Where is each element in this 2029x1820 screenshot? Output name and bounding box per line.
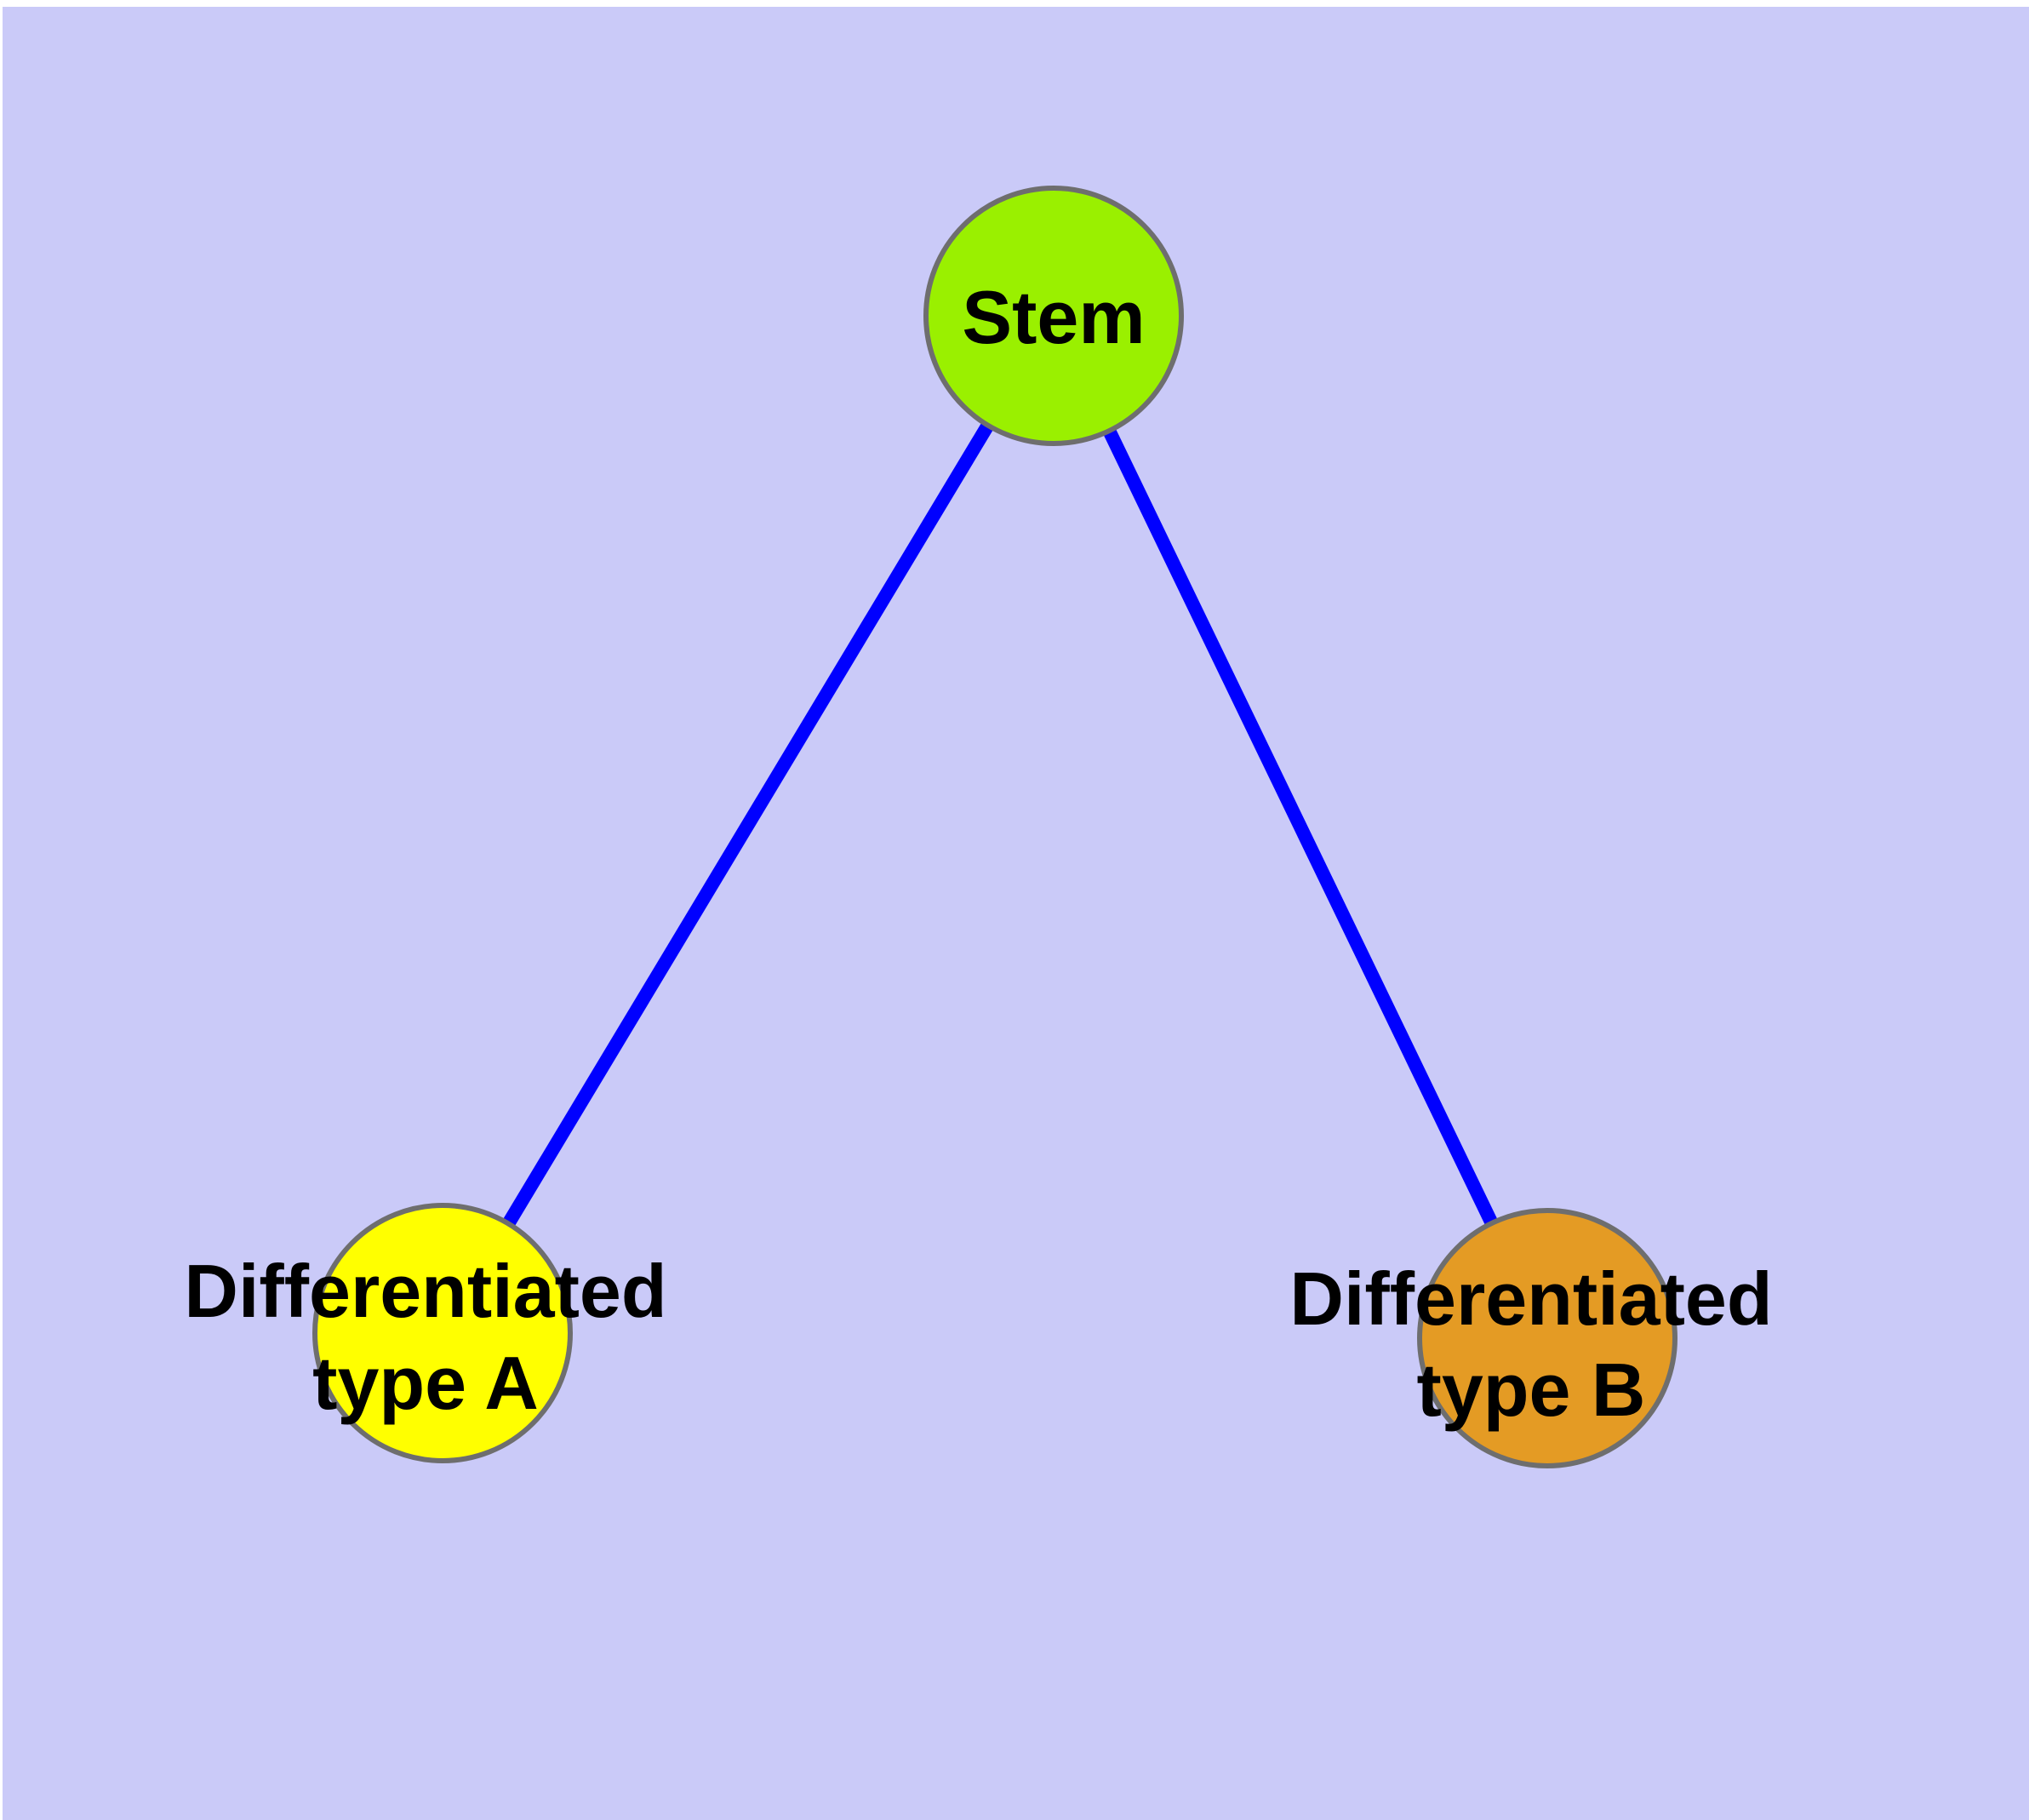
- type-b-node-label-line1: Differentiated: [1289, 1256, 1772, 1341]
- stem-node-circle: [923, 186, 1184, 446]
- edge-stem-to-type-b: [1047, 312, 1554, 1342]
- edge-group: [437, 312, 1554, 1342]
- type-b-node-circle: [1417, 1208, 1677, 1468]
- stem-node-label: Stem: [962, 275, 1145, 359]
- type-b-node-label-line2: type B: [1417, 1348, 1646, 1432]
- type-a-node-label-line1: Differentiated: [184, 1249, 666, 1333]
- edge-stem-to-type-a: [437, 312, 1060, 1337]
- node-type-a: Differentiated type A: [184, 1203, 667, 1463]
- type-a-node-label-line2: type A: [312, 1341, 539, 1425]
- type-a-node-circle: [312, 1203, 573, 1463]
- node-type-b: Differentiated type B: [1289, 1208, 1773, 1468]
- node-stem: Stem: [923, 186, 1184, 446]
